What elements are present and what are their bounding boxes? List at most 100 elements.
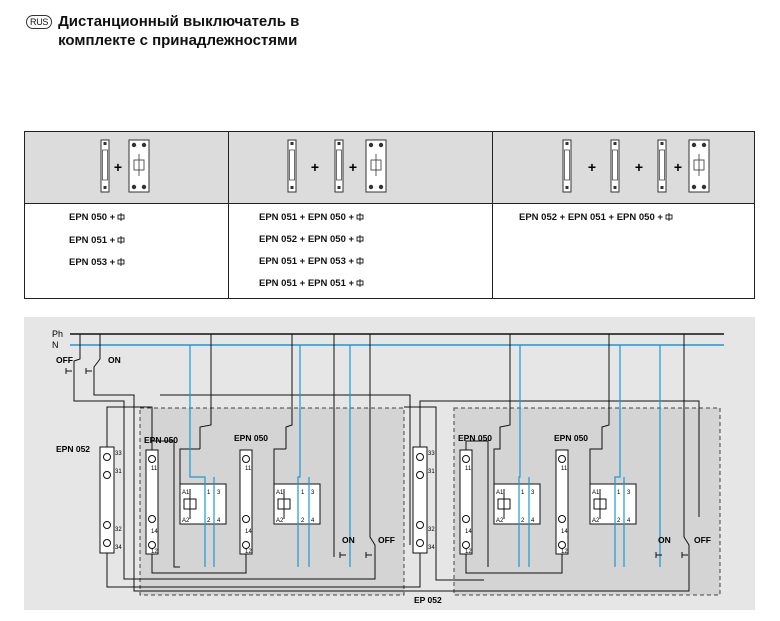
phase-label: Ph <box>52 329 63 339</box>
off-label: OFF <box>378 535 395 545</box>
svg-text:A1: A1 <box>276 490 284 496</box>
epn050-label: EPN 050 <box>234 433 268 443</box>
page-title: Дистанционный выключатель в комплекте с … <box>58 12 299 50</box>
relay-blocks <box>179 483 637 525</box>
svg-text:2: 2 <box>207 518 211 524</box>
svg-text:11: 11 <box>561 466 568 472</box>
pushbutton-symbols <box>65 334 135 587</box>
plus-sign: + <box>349 159 357 175</box>
ep052-module: 33 31 32 34 <box>412 446 435 554</box>
svg-text:4: 4 <box>627 518 631 524</box>
title-line-2: комплекте с принадлежностями <box>58 32 298 49</box>
svg-text:31: 31 <box>428 469 435 475</box>
svg-text:34: 34 <box>115 545 122 551</box>
svg-text:12: 12 <box>245 549 252 555</box>
svg-text:14: 14 <box>561 529 568 535</box>
module-illustration-band: + + + + + + <box>25 132 754 204</box>
neutral-wiring <box>189 345 661 567</box>
plus-sign: + <box>635 159 643 175</box>
remote-switch-icon <box>117 213 125 221</box>
plus-sign: + <box>674 159 682 175</box>
combo-item: EPN 053 + <box>69 257 126 268</box>
svg-text:2: 2 <box>521 518 525 524</box>
combo-item: EPN 051 + <box>69 235 126 246</box>
plus-sign: + <box>311 159 319 175</box>
svg-text:14: 14 <box>465 529 472 535</box>
svg-text:4: 4 <box>311 518 315 524</box>
svg-text:3: 3 <box>531 490 535 496</box>
svg-text:12: 12 <box>561 549 568 555</box>
svg-text:3: 3 <box>311 490 315 496</box>
svg-text:1: 1 <box>301 490 305 496</box>
header: RUS Дистанционный выключатель в комплект… <box>26 12 299 50</box>
svg-text:A2: A2 <box>276 518 284 524</box>
aux-terminals <box>148 455 566 549</box>
svg-text:4: 4 <box>217 518 221 524</box>
epn050-label: EPN 050 <box>554 433 588 443</box>
remote-switch-icon <box>356 213 364 221</box>
ep052-label: EP 052 <box>414 595 442 605</box>
remote-switch-icon <box>356 257 364 265</box>
epn052-module: 33 31 32 34 <box>99 446 122 554</box>
svg-text:11: 11 <box>465 466 472 472</box>
svg-text:A1: A1 <box>182 490 190 496</box>
group2-illustration: + + <box>287 139 387 193</box>
combo-item: EPN 051 + EPN 051 + <box>259 278 365 289</box>
svg-text:3: 3 <box>217 490 221 496</box>
svg-text:14: 14 <box>151 529 158 535</box>
on-label: ON <box>658 535 671 545</box>
neutral-label: N <box>52 340 59 350</box>
plus-sign: + <box>588 159 596 175</box>
combo-item: EPN 052 + EPN 050 + <box>259 234 365 245</box>
svg-text:1: 1 <box>521 490 525 496</box>
combo-item: EPN 051 + EPN 050 + <box>259 212 365 223</box>
svg-text:1: 1 <box>207 490 211 496</box>
svg-text:32: 32 <box>428 527 435 533</box>
epn050-label: EPN 050 <box>458 433 492 443</box>
combo-item: EPN 050 + <box>69 212 126 223</box>
remote-switch-icon <box>117 258 125 266</box>
svg-text:2: 2 <box>617 518 621 524</box>
aux-contact-modules <box>145 449 569 555</box>
control-wiring <box>106 334 700 592</box>
plus-sign: + <box>114 159 122 175</box>
svg-text:A2: A2 <box>182 518 190 524</box>
group1-illustration: + <box>100 139 150 193</box>
svg-text:A1: A1 <box>592 490 600 496</box>
wiring-diagram: Ph N OFF ON EPN 052 33 31 32 34 EP 052 3… <box>24 317 755 610</box>
combination-table: + + + + + + EPN 050 + EPN 051 + <box>24 131 755 299</box>
bottom-pushbuttons <box>339 552 688 558</box>
remote-switch-icon <box>356 235 364 243</box>
svg-text:33: 33 <box>428 451 435 457</box>
svg-text:32: 32 <box>115 527 122 533</box>
svg-text:14: 14 <box>245 529 252 535</box>
svg-text:12: 12 <box>151 549 158 555</box>
svg-text:2: 2 <box>301 518 305 524</box>
off-label: OFF <box>56 355 73 365</box>
svg-text:A2: A2 <box>592 518 600 524</box>
svg-text:4: 4 <box>531 518 535 524</box>
svg-text:31: 31 <box>115 469 122 475</box>
group3-illustration: + + + <box>562 139 710 193</box>
remote-switch-icon <box>356 279 364 287</box>
svg-text:11: 11 <box>151 466 158 472</box>
svg-text:3: 3 <box>627 490 631 496</box>
svg-text:33: 33 <box>115 451 122 457</box>
column-divider <box>228 132 229 298</box>
column-divider <box>492 132 493 298</box>
combo-item: EPN 051 + EPN 053 + <box>259 256 365 267</box>
svg-text:12: 12 <box>465 549 472 555</box>
on-label: ON <box>108 355 121 365</box>
svg-text:A2: A2 <box>496 518 504 524</box>
on-label: ON <box>342 535 355 545</box>
epn050-label: EPN 050 <box>144 435 178 445</box>
title-line-1: Дистанционный выключатель в <box>58 13 300 30</box>
remote-switch-icon <box>117 236 125 244</box>
module-illustrations: + + + + + + <box>100 139 710 193</box>
language-badge: RUS <box>26 15 53 29</box>
svg-text:11: 11 <box>245 466 252 472</box>
remote-switch-icon <box>665 213 673 221</box>
svg-text:1: 1 <box>617 490 621 496</box>
svg-text:34: 34 <box>428 545 435 551</box>
